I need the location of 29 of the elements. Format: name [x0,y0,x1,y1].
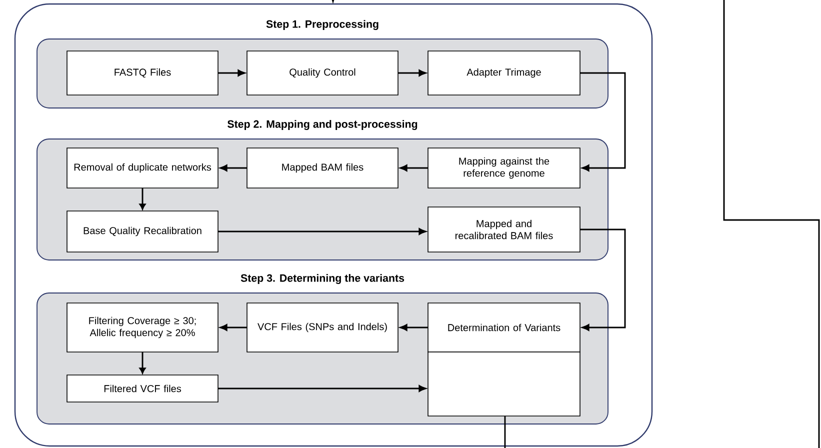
process-box: Determination of Variants [428,302,580,352]
arrow [400,164,428,172]
process-box: Filtering Coverage ≥ 30; Allelic frequency ≥ 20% [66,302,218,352]
arrow [580,228,626,331]
arrow [398,70,426,76]
process-box: Removal of duplicate networks [66,148,218,188]
arrow [330,0,336,2]
arrow [218,385,426,392]
process-box: Quality Control [246,50,398,96]
step-heading: Step 2. Mapping and post-processing [228,120,418,130]
step-heading: Step 3. Determining the variants [240,274,404,284]
arrow [400,324,428,331]
process-box: Mapped BAM files [246,148,398,188]
arrow [139,352,146,374]
arrow [218,228,426,235]
process-box: VCF Files (SNPs and Indels) [246,302,398,352]
arrow [580,72,626,172]
arrow [139,188,146,210]
process-box: Base Quality Recalibration [66,210,218,252]
process-box: Adapter Trimage [428,50,580,96]
step-heading: Step 1. Preprocessing [266,20,378,30]
arrow [218,70,246,76]
process-box: Mapped and recalibrated BAM files [428,206,580,252]
arrow [220,324,247,331]
arrow [220,164,247,172]
process-box: Filtered VCF files [66,374,218,402]
process-box: FASTQ Files [66,50,218,96]
process-box: Mapping against the reference genome [428,148,580,188]
empty-box [428,352,580,416]
